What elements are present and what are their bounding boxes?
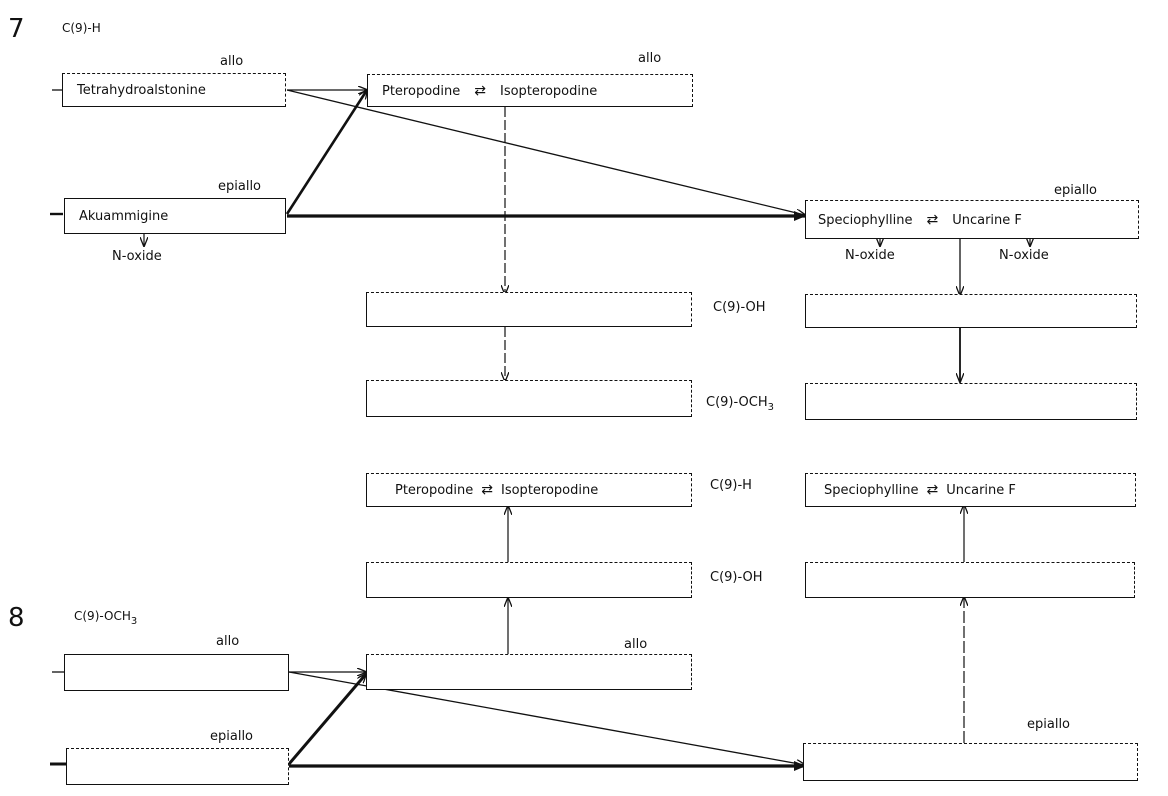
fig8-epiallo-target-config-label: epiallo [1027, 717, 1071, 732]
pteropodine-och3-box [366, 380, 692, 417]
fig8-h-row-label: C(9)-H [710, 478, 752, 493]
fig8-epiallo-source-box [66, 748, 289, 785]
fig8-epiallo-target-box [803, 743, 1138, 781]
tetrahydroalstonine-box: Tetrahydroalstonine [62, 73, 286, 107]
fig8-pteropodine-oh-box [366, 562, 692, 598]
fig7-och3-row-label: C(9)-OCH3 [706, 395, 774, 413]
fig8-pteropodine-pair: Pteropodine ⇄ Isopteropodine [367, 482, 598, 498]
fig8-isopteropodine-label: Isopteropodine [501, 483, 599, 498]
tetrahydroalstonine-config-label: allo [220, 54, 244, 69]
akuammigine-n-oxide-label: N-oxide [112, 249, 162, 264]
akuammigine-box: Akuammigine [64, 198, 286, 234]
equilibrium-icon: ⇄ [474, 82, 486, 99]
arrow-epiallo-to-allo [287, 674, 366, 765]
fig8-speciophylline-pair: Speciophylline ⇄ Uncarine F [806, 482, 1016, 498]
akuammigine-label: Akuammigine [79, 208, 169, 224]
pteropodine-pair: Pteropodine ⇄ Isopteropodine [368, 83, 597, 99]
figure-number-7: 7 [8, 14, 25, 44]
isopteropodine-label: Isopteropodine [500, 83, 598, 99]
figure-number-8: 8 [8, 603, 25, 633]
equilibrium-icon: ⇄ [481, 482, 493, 498]
fig8-pteropodine-isopteropodine-box: Pteropodine ⇄ Isopteropodine [366, 473, 692, 507]
arrow-akuammigine-to-pteropodine [285, 90, 367, 215]
speciophylline-pair: Speciophylline ⇄ Uncarine F [806, 212, 1022, 228]
uncarine-f-label: Uncarine F [952, 212, 1022, 228]
figure8-substituent-subscript: 3 [130, 616, 138, 627]
fig8-speciophylline-uncarine-box: Speciophylline ⇄ Uncarine F [805, 473, 1136, 507]
pteropodine-label: Pteropodine [382, 83, 461, 99]
uncarine-n-oxide-label: N-oxide [999, 248, 1049, 263]
akuammigine-config-label: epiallo [218, 179, 262, 194]
fig8-allo-target-config-label: allo [624, 637, 648, 652]
speciophylline-label: Speciophylline [818, 212, 913, 228]
fig7-och3-prefix: C(9)-OCH [706, 395, 768, 410]
figure8-substituent-label: C(9)-OCH3 [74, 609, 137, 627]
arrow-tetrahydro-to-speciophylline [286, 89, 805, 215]
fig8-allo-target-box [366, 654, 692, 690]
speciophylline-oh-box [805, 294, 1137, 328]
fig8-allo-source-config-label: allo [216, 634, 240, 649]
fig8-uncarine-f-label: Uncarine F [946, 483, 1016, 498]
fig8-allo-source-box [64, 654, 289, 691]
fig8-epiallo-source-config-label: epiallo [210, 729, 254, 744]
fig8-speciophylline-oh-box [805, 562, 1135, 598]
tetrahydroalstonine-label: Tetrahydroalstonine [77, 82, 206, 98]
speciophylline-uncarine-box: Speciophylline ⇄ Uncarine F [805, 200, 1139, 239]
fig8-oh-row-label: C(9)-OH [710, 570, 763, 585]
pteropodine-config-label: allo [638, 51, 662, 66]
pteropodine-isopteropodine-box: Pteropodine ⇄ Isopteropodine [367, 74, 693, 107]
fig8-speciophylline-label: Speciophylline [824, 483, 919, 498]
figure8-substituent-prefix: C(9)-OCH [74, 609, 131, 623]
pteropodine-oh-box [366, 292, 692, 327]
speciophylline-och3-box [805, 383, 1137, 420]
fig7-och3-subscript: 3 [767, 402, 775, 413]
figure7-substituent-label: C(9)-H [62, 21, 101, 35]
fig8-pteropodine-label: Pteropodine [395, 483, 474, 498]
fig7-oh-row-label: C(9)-OH [713, 300, 766, 315]
speciophylline-config-label: epiallo [1054, 183, 1098, 198]
equilibrium-icon: ⇄ [926, 482, 939, 498]
speciophylline-n-oxide-label: N-oxide [845, 248, 895, 263]
equilibrium-icon: ⇄ [926, 211, 939, 228]
